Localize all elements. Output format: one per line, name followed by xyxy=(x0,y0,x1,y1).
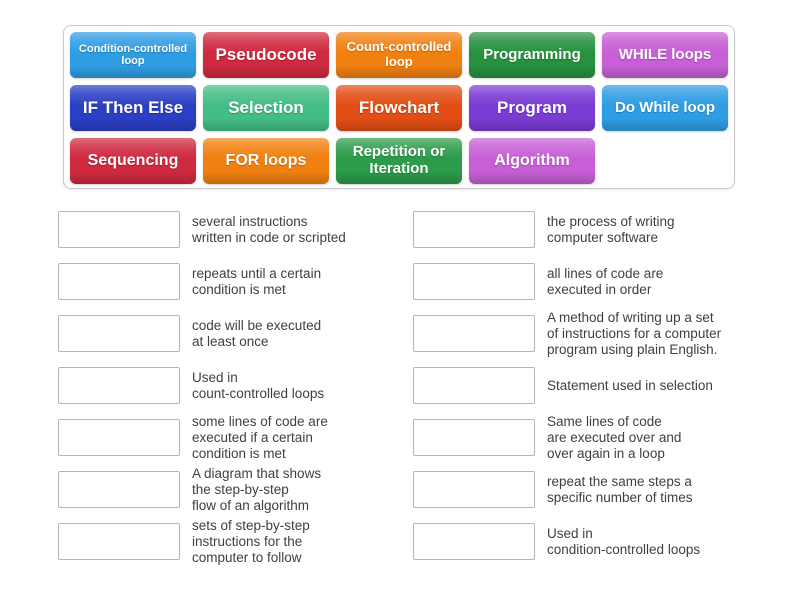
match-row: code will be executed at least once xyxy=(58,315,346,352)
definition-text: A method of writing up a set of instruct… xyxy=(547,309,722,357)
word-tile-flowchart[interactable]: Flowchart xyxy=(336,85,462,131)
match-row: Used in count-controlled loops xyxy=(58,367,346,404)
answer-drop-slot[interactable] xyxy=(58,211,180,248)
answer-drop-slot[interactable] xyxy=(413,523,535,560)
definition-text: Statement used in selection xyxy=(547,377,713,393)
word-tile-pseudocode[interactable]: Pseudocode xyxy=(203,32,329,78)
match-row: several instructions written in code or … xyxy=(58,211,346,248)
match-column-right: the process of writing computer software… xyxy=(413,211,721,575)
match-row: A diagram that shows the step-by-step fl… xyxy=(58,466,346,513)
definition-text: Used in count-controlled loops xyxy=(192,369,325,401)
answer-drop-slot[interactable] xyxy=(58,471,180,508)
definition-text: Used in condition-controlled loops xyxy=(547,525,701,557)
answer-drop-slot[interactable] xyxy=(58,263,180,300)
answer-drop-slot[interactable] xyxy=(413,315,535,352)
answer-drop-slot[interactable] xyxy=(58,315,180,352)
match-row: Same lines of code are executed over and… xyxy=(413,414,721,461)
match-row: sets of step-by-step instructions for th… xyxy=(58,518,346,565)
definition-text: Same lines of code are executed over and… xyxy=(547,413,682,461)
word-tile-do-while-loop[interactable]: Do While loop xyxy=(602,85,728,131)
word-tile-condition-controlled-loop[interactable]: Condition-controlled loop xyxy=(70,32,196,78)
word-tile-selection[interactable]: Selection xyxy=(203,85,329,131)
word-tile-programming[interactable]: Programming xyxy=(469,32,595,78)
answer-drop-slot[interactable] xyxy=(413,211,535,248)
match-row: Used in condition-controlled loops xyxy=(413,523,721,560)
word-tile-count-controlled-loop[interactable]: Count-controlled loop xyxy=(336,32,462,78)
match-row: repeats until a certain condition is met xyxy=(58,263,346,300)
answer-drop-slot[interactable] xyxy=(58,419,180,456)
answer-drop-slot[interactable] xyxy=(413,419,535,456)
definition-text: A diagram that shows the step-by-step fl… xyxy=(192,465,322,513)
match-row: repeat the same steps a specific number … xyxy=(413,471,721,508)
match-column-left: several instructions written in code or … xyxy=(58,211,346,575)
word-tile-if-then-else[interactable]: IF Then Else xyxy=(70,85,196,131)
word-bank-panel: Condition-controlled loop Pseudocode Cou… xyxy=(63,25,735,189)
definition-text: all lines of code are executed in order xyxy=(547,265,664,297)
match-row: the process of writing computer software xyxy=(413,211,721,248)
match-row: A method of writing up a set of instruct… xyxy=(413,310,721,357)
answer-drop-slot[interactable] xyxy=(413,471,535,508)
answer-drop-slot[interactable] xyxy=(58,367,180,404)
definition-text: the process of writing computer software xyxy=(547,213,675,245)
match-row: Statement used in selection xyxy=(413,367,721,404)
answer-drop-slot[interactable] xyxy=(58,523,180,560)
definition-text: code will be executed at least once xyxy=(192,317,322,349)
definition-text: repeats until a certain condition is met xyxy=(192,265,322,297)
definition-text: sets of step-by-step instructions for th… xyxy=(192,517,310,565)
definition-text: several instructions written in code or … xyxy=(192,213,346,245)
word-tile-for-loops[interactable]: FOR loops xyxy=(203,138,329,184)
match-row: all lines of code are executed in order xyxy=(413,263,721,300)
definition-text: some lines of code are executed if a cer… xyxy=(192,413,328,461)
word-tile-while-loops[interactable]: WHILE loops xyxy=(602,32,728,78)
match-row: some lines of code are executed if a cer… xyxy=(58,414,346,461)
answer-drop-slot[interactable] xyxy=(413,367,535,404)
word-tile-repetition-or-iteration[interactable]: Repetition or Iteration xyxy=(336,138,462,184)
word-tile-algorithm[interactable]: Algorithm xyxy=(469,138,595,184)
definition-text: repeat the same steps a specific number … xyxy=(547,473,693,505)
word-tile-sequencing[interactable]: Sequencing xyxy=(70,138,196,184)
answer-drop-slot[interactable] xyxy=(413,263,535,300)
word-tile-program[interactable]: Program xyxy=(469,85,595,131)
